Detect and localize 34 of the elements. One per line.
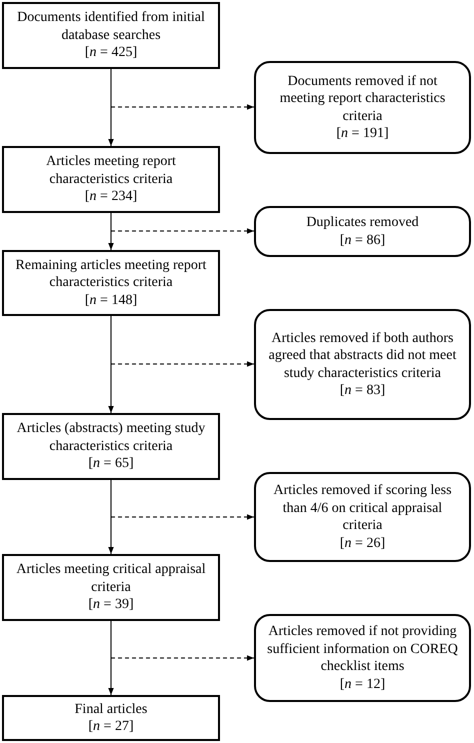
process-box	[2, 250, 220, 316]
process-box	[2, 2, 220, 69]
dashed-arrow	[110, 228, 254, 234]
count-text: [n = 425]	[84, 44, 138, 62]
count-text: [n = 65]	[88, 455, 134, 473]
arrow	[108, 480, 114, 554]
rounded-box	[254, 206, 471, 257]
process-box	[2, 146, 220, 213]
box-text: Final articles	[74, 700, 148, 718]
count-text: [n = 26]	[340, 534, 386, 552]
count-text: [n = 83]	[340, 382, 386, 400]
arrow	[108, 620, 114, 696]
count-text: [n = 39]	[88, 596, 134, 614]
dashed-arrow	[110, 361, 254, 367]
dashed-arrow	[110, 514, 254, 520]
count-text: [n = 148]	[84, 292, 138, 310]
dashed-arrow	[110, 104, 254, 110]
rounded-box	[254, 309, 471, 420]
dashed-arrow	[110, 655, 254, 661]
rounded-box	[254, 472, 471, 562]
process-box	[2, 554, 220, 621]
count-text: [n = 234]	[84, 188, 138, 206]
process-box	[2, 413, 220, 480]
count-text: [n = 27]	[88, 718, 134, 736]
process-box	[2, 695, 220, 741]
arrow	[108, 68, 114, 146]
arrow	[108, 316, 114, 414]
count-text: [n = 191]	[336, 125, 389, 142]
arrow	[108, 212, 114, 250]
rounded-box	[254, 61, 471, 154]
count-text: [n = 12]	[340, 676, 386, 693]
count-text: [n = 86]	[340, 232, 386, 249]
box-text: Duplicates removed	[306, 214, 419, 232]
rounded-box	[254, 614, 471, 702]
